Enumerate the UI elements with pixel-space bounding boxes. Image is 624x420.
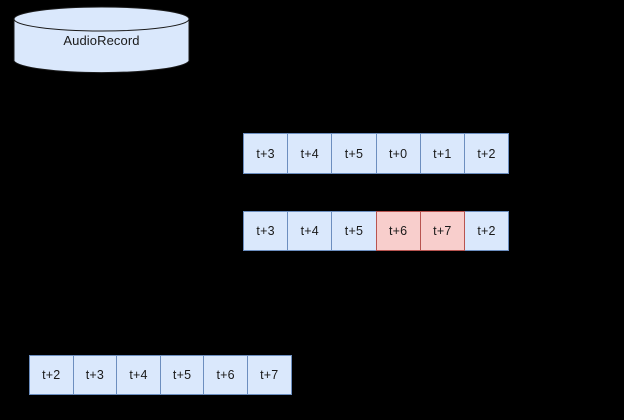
buffer-cell[interactable]: t+4 bbox=[116, 355, 161, 395]
buffer-cell[interactable]: t+5 bbox=[159, 355, 205, 395]
buffer-cell[interactable]: t+5 bbox=[331, 211, 377, 251]
cylinder-shape bbox=[13, 6, 190, 74]
buffer-cell[interactable]: t+2 bbox=[463, 211, 510, 251]
buffer-cell-highlighted[interactable]: t+7 bbox=[419, 211, 465, 251]
buffer-row-ring-before: t+3 t+4 t+5 t+0 t+1 t+2 bbox=[243, 133, 510, 174]
buffer-cell[interactable]: t+2 bbox=[463, 133, 510, 174]
buffer-row-ring-after: t+3 t+4 t+5 t+6 t+7 t+2 bbox=[243, 211, 510, 251]
buffer-cell[interactable]: t+3 bbox=[243, 211, 289, 251]
buffer-cell[interactable]: t+3 bbox=[72, 355, 118, 395]
buffer-cell[interactable]: t+3 bbox=[243, 133, 289, 174]
buffer-row-ordered-output: t+2 t+3 t+4 t+5 t+6 t+7 bbox=[29, 355, 292, 395]
buffer-cell[interactable]: t+6 bbox=[203, 355, 248, 395]
buffer-cell-highlighted[interactable]: t+6 bbox=[375, 211, 421, 251]
buffer-cell[interactable]: t+2 bbox=[29, 355, 74, 395]
buffer-cell[interactable]: t+4 bbox=[287, 133, 333, 174]
buffer-cell[interactable]: t+7 bbox=[246, 355, 292, 395]
buffer-cell[interactable]: t+0 bbox=[375, 133, 421, 174]
buffer-cell[interactable]: t+4 bbox=[287, 211, 333, 251]
buffer-cell[interactable]: t+1 bbox=[419, 133, 465, 174]
buffer-cell[interactable]: t+5 bbox=[331, 133, 377, 174]
audio-record-cylinder: AudioRecord bbox=[13, 6, 190, 74]
